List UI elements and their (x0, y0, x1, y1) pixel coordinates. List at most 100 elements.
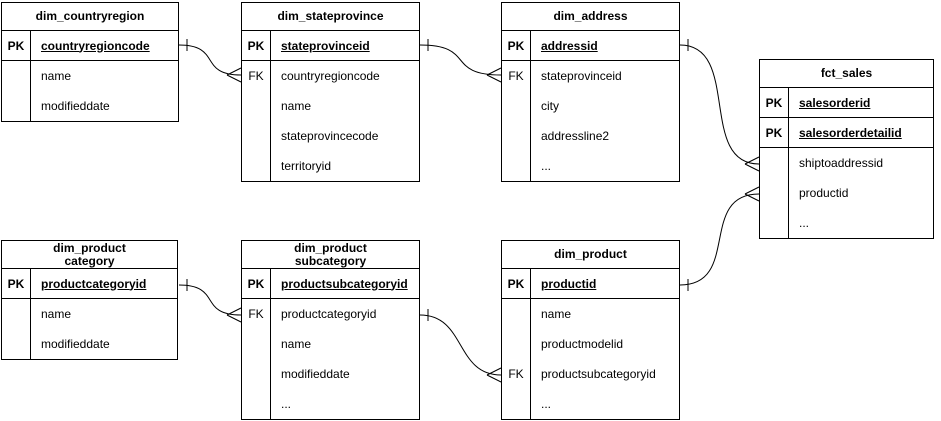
row-label: name (41, 307, 72, 321)
table-row: territoryid (242, 151, 419, 181)
row-label: productcategoryid (41, 276, 147, 291)
table-row: FK stateprovinceid (502, 61, 679, 91)
relation-stateprovince-address (419, 39, 502, 83)
row-key: FK (242, 61, 271, 91)
table-row: name (502, 299, 679, 329)
row-key (502, 121, 531, 151)
row-label: addressid (541, 38, 598, 53)
table-row: PK productcategoryid (2, 269, 177, 299)
row-key (242, 151, 271, 181)
row-label: name (281, 99, 312, 113)
row-key: PK (502, 31, 531, 60)
row-key (242, 359, 271, 389)
row-label: name (281, 337, 312, 351)
table-row: name (2, 299, 177, 329)
row-label: ... (799, 216, 810, 230)
row-label: salesorderdetailid (799, 125, 902, 140)
row-key (502, 389, 531, 419)
row-label: productid (799, 186, 849, 200)
relation-address-fctsales (679, 39, 760, 172)
row-key (242, 329, 271, 359)
table-row: PK salesorderid (760, 88, 933, 118)
row-label: modifieddate (41, 99, 110, 113)
table-title: dim_product subcategory (242, 241, 419, 269)
table-row: ... (502, 151, 679, 181)
row-key (2, 91, 31, 121)
table-row: shiptoaddressid (760, 148, 933, 178)
cardinality-many-crowfoot (226, 67, 242, 83)
cardinality-many-crowfoot (744, 156, 760, 172)
row-key: PK (760, 88, 789, 117)
row-label: productsubcategoryid (281, 276, 408, 291)
table-row: modifieddate (2, 91, 178, 121)
row-label: modifieddate (281, 367, 350, 381)
row-key (2, 299, 31, 329)
relation-productsubcategory-product (419, 309, 502, 383)
table-row: productid (760, 178, 933, 208)
row-label: ... (541, 397, 552, 411)
row-key (502, 329, 531, 359)
table-title: dim_product (502, 241, 679, 269)
table-row: city (502, 91, 679, 121)
table-title: fct_sales (760, 60, 933, 88)
relation-product-fctsales (679, 186, 760, 291)
row-key (242, 121, 271, 151)
table-dim-address: dim_address PK addressid FK stateprovinc… (501, 2, 680, 182)
table-dim-countryregion: dim_countryregion PK countryregioncode n… (1, 2, 179, 122)
row-key: PK (760, 118, 789, 147)
row-key: PK (242, 269, 271, 298)
table-row: PK productid (502, 269, 679, 299)
table-title: dim_countryregion (2, 3, 178, 31)
row-label: stateprovincecode (281, 129, 379, 143)
row-key (242, 91, 271, 121)
row-label: city (541, 99, 559, 113)
row-label: stateprovinceid (541, 69, 622, 83)
row-label: productmodelid (541, 337, 624, 351)
table-title: dim_product category (2, 241, 177, 269)
row-label: shiptoaddressid (799, 156, 884, 170)
row-key (760, 208, 789, 238)
table-row: ... (502, 389, 679, 419)
row-key (242, 389, 271, 419)
table-row: PK productsubcategoryid (242, 269, 419, 299)
row-label: ... (541, 159, 552, 173)
table-row: name (242, 91, 419, 121)
row-label: name (541, 307, 572, 321)
table-dim-product-subcategory: dim_product subcategory PK productsubcat… (241, 240, 420, 420)
table-row: addressline2 (502, 121, 679, 151)
row-key: PK (502, 269, 531, 298)
table-row: ... (242, 389, 419, 419)
relation-productcategory-productsubcategory (178, 279, 242, 323)
row-label: productid (541, 276, 597, 291)
table-row: PK stateprovinceid (242, 31, 419, 61)
cardinality-many-crowfoot (744, 186, 760, 202)
row-label: name (41, 69, 72, 83)
relation-countryregion-stateprovince (178, 39, 242, 83)
table-row: name (242, 329, 419, 359)
row-key (2, 329, 31, 359)
row-key: FK (242, 299, 271, 329)
table-row: PK addressid (502, 31, 679, 61)
row-label: countryregioncode (41, 38, 150, 53)
table-row: name (2, 61, 178, 91)
row-label: productcategoryid (281, 307, 377, 321)
row-label: modifieddate (41, 337, 110, 351)
row-key (502, 299, 531, 329)
table-row: FK productsubcategoryid (502, 359, 679, 389)
row-label: territoryid (281, 159, 332, 173)
table-row: FK countryregioncode (242, 61, 419, 91)
row-label: countryregioncode (281, 69, 380, 83)
table-row: PK countryregioncode (2, 31, 178, 61)
table-dim-product: dim_product PK productid name productmod… (501, 240, 680, 420)
cardinality-many-crowfoot (486, 367, 502, 383)
table-row: FK productcategoryid (242, 299, 419, 329)
row-label: stateprovinceid (281, 38, 370, 53)
table-row: productmodelid (502, 329, 679, 359)
row-key (502, 91, 531, 121)
cardinality-many-crowfoot (486, 67, 502, 83)
row-key (2, 61, 31, 91)
row-key: PK (242, 31, 271, 60)
row-key: FK (502, 61, 531, 91)
table-row: PK salesorderdetailid (760, 118, 933, 148)
